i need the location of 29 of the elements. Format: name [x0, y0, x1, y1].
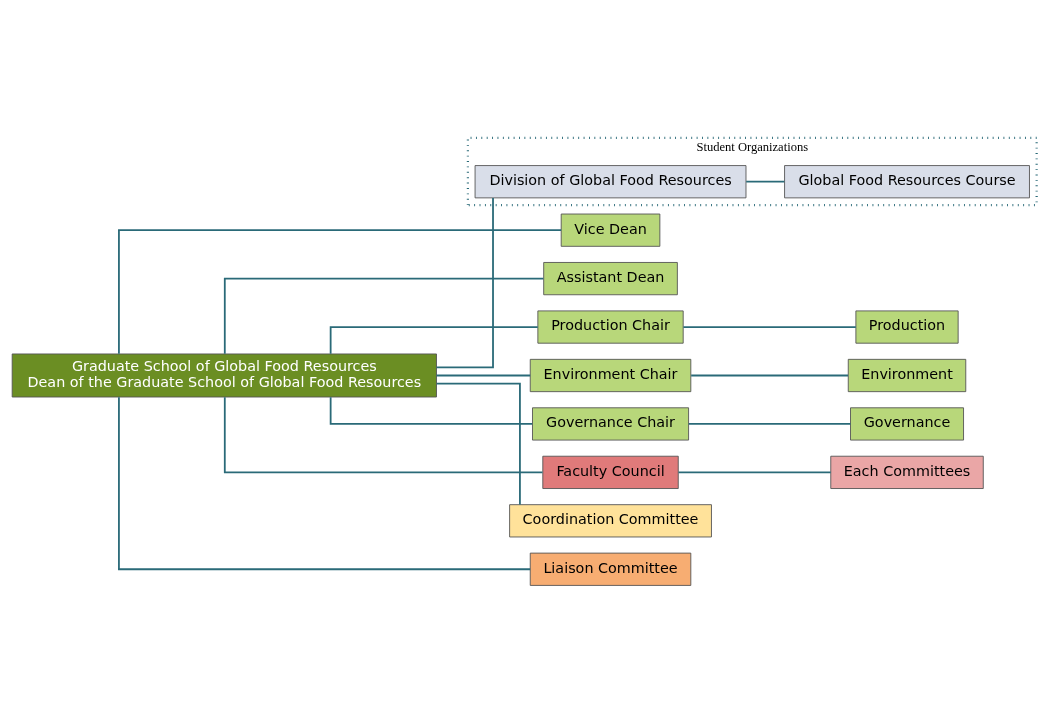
node-box: Governance: [850, 406, 964, 441]
node-box: Assistant Dean: [543, 261, 678, 295]
connector: [223, 395, 544, 473]
connector: [677, 471, 832, 473]
node-box: Vice Dean: [560, 213, 661, 247]
connector: [687, 422, 852, 425]
node-box: Each Committees: [830, 455, 984, 489]
connector: [435, 196, 494, 368]
connector: [329, 325, 539, 355]
connector: [435, 374, 532, 376]
node-box: Production Chair: [537, 309, 684, 344]
connector: [435, 382, 521, 505]
connector: [223, 277, 545, 355]
node-box: Global Food Resources Course: [784, 164, 1030, 198]
node-box: Division of Global Food Resources: [474, 164, 747, 198]
connector: [329, 395, 534, 425]
node-box: Faculty Council: [542, 455, 679, 489]
node-box: Coordination Committee: [509, 503, 712, 537]
connector: [118, 395, 532, 570]
node-box: Governance Chair: [532, 406, 690, 441]
node-box: Production: [855, 309, 959, 344]
node-box: Environment: [847, 358, 967, 392]
node-box: Liaison Committee: [529, 552, 692, 586]
node-box: Environment Chair: [529, 358, 692, 392]
connector: [690, 374, 849, 376]
connector: [682, 325, 857, 328]
connector: [118, 228, 563, 355]
connector: [745, 180, 786, 183]
node-box: Graduate School of Global Food Resources Dean of the Graduate School of Global Food Resources: [11, 353, 437, 397]
